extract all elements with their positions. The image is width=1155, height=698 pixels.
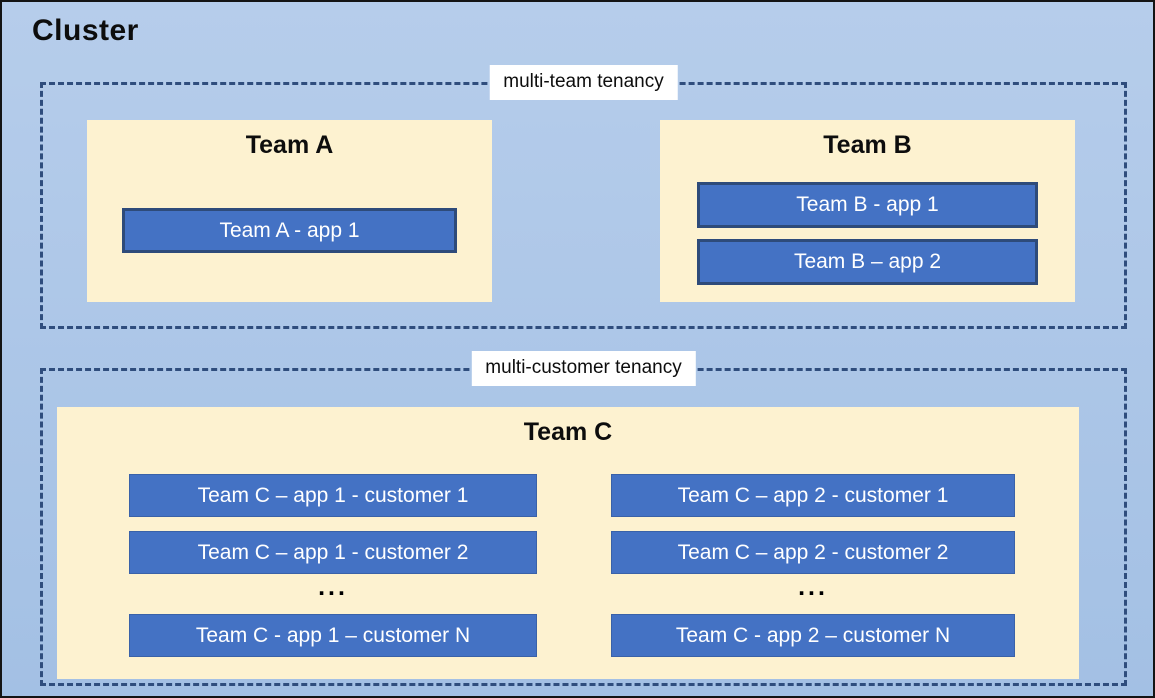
app-team-c-app1-customer2: Team C – app 1 - customer 2: [129, 531, 537, 574]
team-a-title: Team A: [245, 131, 334, 159]
team-a-box: Team A Team A - app 1: [87, 120, 492, 302]
app-team-b-app1: Team B - app 1: [697, 182, 1038, 228]
team-c-title: Team C: [523, 418, 613, 446]
cluster-title: Cluster: [32, 14, 139, 47]
ellipsis-app1-column: ...: [318, 572, 348, 601]
app-team-c-app2-customerN: Team C - app 2 – customer N: [611, 614, 1015, 657]
section-label-multi-customer: multi-customer tenancy: [471, 351, 696, 386]
app-team-c-app1-customerN: Team C - app 1 – customer N: [129, 614, 537, 657]
team-b-box: Team B Team B - app 1 Team B – app 2: [660, 120, 1075, 302]
section-multi-team-tenancy: multi-team tenancy: [40, 65, 1127, 329]
app-team-c-app2-customer2: Team C – app 2 - customer 2: [611, 531, 1015, 574]
app-team-c-app2-customer1: Team C – app 2 - customer 1: [611, 474, 1015, 517]
app-team-b-app2: Team B – app 2: [697, 239, 1038, 285]
app-team-c-app1-customer1: Team C – app 1 - customer 1: [129, 474, 537, 517]
team-b-title: Team B: [823, 131, 912, 159]
section-label-multi-team: multi-team tenancy: [489, 65, 678, 100]
app-team-a-app1: Team A - app 1: [122, 208, 457, 253]
team-c-box: Team C Team C – app 1 - customer 1 Team …: [57, 407, 1079, 679]
ellipsis-app2-column: ...: [798, 572, 828, 601]
section-multi-customer-tenancy: multi-customer tenancy: [40, 351, 1127, 686]
